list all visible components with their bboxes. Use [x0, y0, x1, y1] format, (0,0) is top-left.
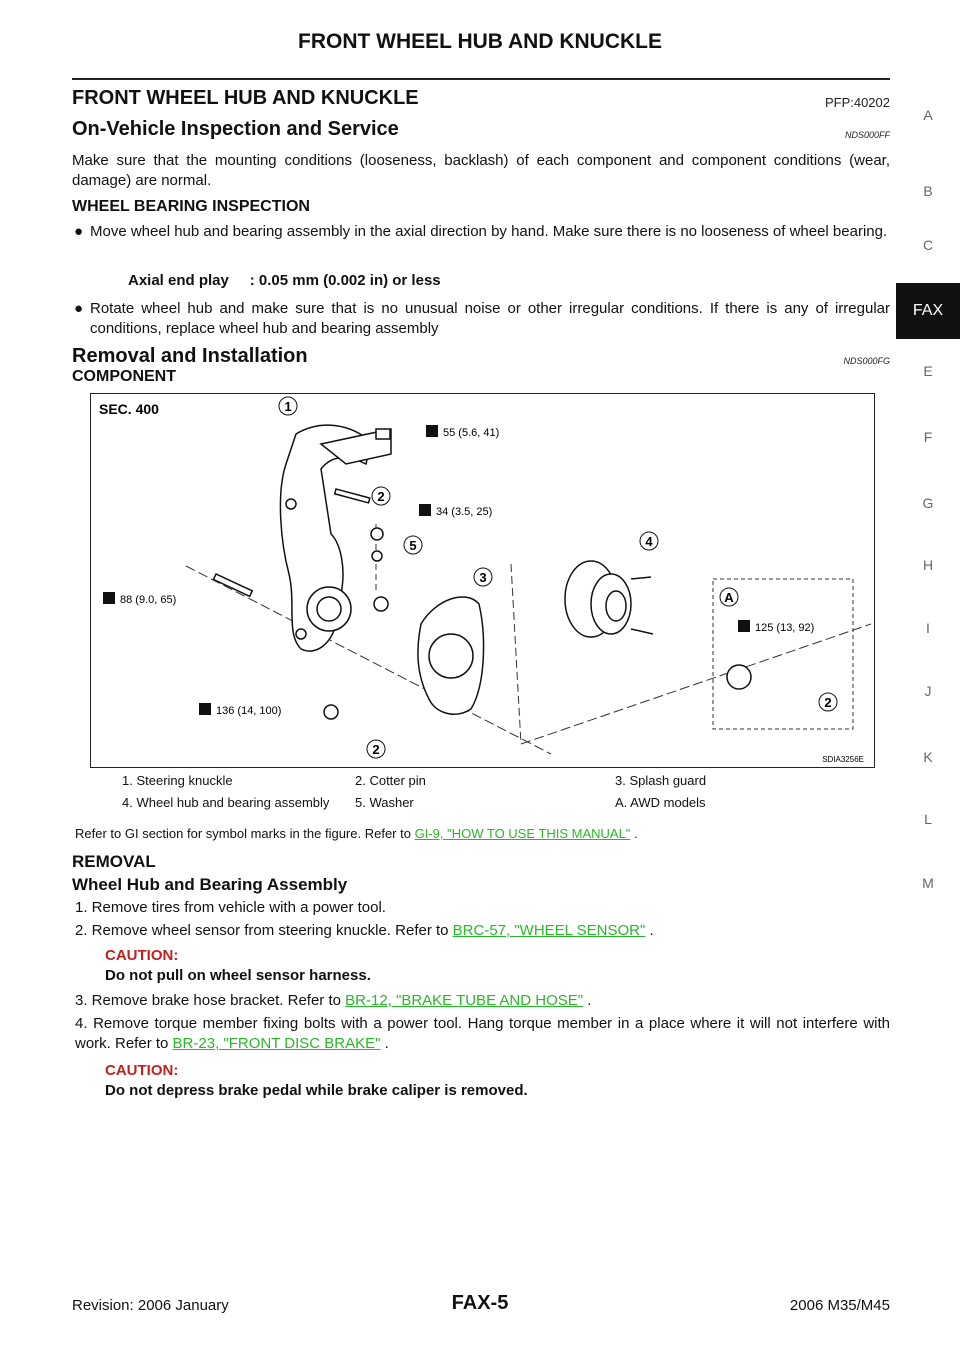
step-4: 4. Remove torque member fixing bolts wit… — [75, 1014, 890, 1054]
callout-a: A — [724, 590, 734, 605]
refer-tail: . — [634, 826, 638, 841]
callout-2b: 2 — [824, 695, 831, 710]
tab-a[interactable]: A — [923, 107, 933, 123]
sec-label: SEC. 400 — [99, 401, 159, 417]
bullet-text: Move wheel hub and bearing assembly in t… — [90, 223, 888, 240]
upper-bolt — [375, 428, 391, 440]
caution-2: CAUTION: Do not depress brake pedal whil… — [105, 1061, 528, 1101]
callout-2c: 2 — [372, 742, 379, 757]
torque-label: 136 (14, 100) — [216, 705, 281, 717]
callout-1: 1 — [284, 399, 291, 414]
bullet-icon: ● — [74, 223, 84, 240]
bullet-icon: ● — [74, 300, 84, 317]
model-label: 2006 M35/M45 — [789, 1297, 890, 1314]
running-title: FRONT WHEEL HUB AND KNUCKLE — [298, 30, 662, 53]
caution-label: CAUTION: — [105, 947, 179, 964]
bullet-item: ● Rotate wheel hub and make sure that is… — [74, 299, 890, 339]
br-12-link[interactable]: BR-12, "BRAKE TUBE AND HOSE" — [345, 992, 584, 1009]
tab-h[interactable]: H — [922, 557, 934, 573]
tab-b[interactable]: B — [923, 183, 933, 199]
legend-cell: 2. Cotter pin — [355, 773, 426, 788]
tab-f[interactable]: F — [923, 429, 933, 445]
torque-label: 125 (13, 92) — [755, 622, 814, 634]
section-title: FRONT WHEEL HUB AND KNUCKLE — [72, 87, 419, 109]
step-4-text: 4. Remove torque member fixing bolts wit… — [75, 1015, 890, 1052]
step-3-text: 3. Remove brake hose bracket. Refer to — [75, 992, 341, 1009]
wheel-hub-drawing — [564, 560, 654, 638]
splash-guard-drawing — [417, 596, 485, 715]
step-1: 1. Remove tires from vehicle with a powe… — [75, 899, 386, 916]
callout-2: 2 — [377, 489, 384, 504]
pfp-code: PFP:40202 — [824, 95, 890, 110]
step-2-text: 2. Remove wheel sensor from steering knu… — [75, 922, 449, 939]
refer-note: Refer to GI section for symbol marks in … — [75, 826, 638, 841]
period: . — [649, 922, 654, 939]
legend-cell: 3. Splash guard — [615, 773, 707, 788]
tab-k[interactable]: K — [923, 749, 933, 765]
exploded-view-figure: SEC. 400 — [99, 396, 872, 764]
legend-cell: 1. Steering knuckle — [122, 773, 233, 788]
component-heading: COMPONENT — [72, 368, 176, 385]
component-diagram: SEC. 400 — [90, 393, 875, 768]
legend-cell: 5. Washer — [355, 795, 414, 810]
refer-text: Refer to GI section for symbol marks in … — [75, 826, 411, 841]
inspection-intro: Make sure that the mounting conditions (… — [72, 152, 890, 189]
bullet-item: ● Move wheel hub and bearing assembly in… — [74, 222, 890, 242]
tab-m[interactable]: M — [922, 875, 934, 891]
page-number: FAX-5 — [451, 1292, 509, 1314]
wheel-hub-subheading: Wheel Hub and Bearing Assembly — [72, 875, 348, 894]
callout-5: 5 — [409, 538, 416, 553]
callout-3: 3 — [479, 570, 486, 585]
torque-label: 88 (9.0, 65) — [120, 594, 176, 606]
callout-4: 4 — [645, 534, 653, 549]
tab-c[interactable]: C — [922, 237, 934, 253]
caution-1: CAUTION: Do not pull on wheel sensor har… — [105, 946, 371, 986]
torque-label: 55 (5.6, 41) — [443, 427, 499, 439]
tab-i[interactable]: I — [926, 620, 930, 636]
brc-57-link[interactable]: BRC-57, "WHEEL SENSOR" — [452, 922, 646, 939]
steering-knuckle-drawing — [279, 424, 392, 652]
legend-cell: A. AWD models — [615, 795, 706, 810]
tab-g[interactable]: G — [922, 495, 934, 511]
header-rule — [72, 78, 890, 80]
inspection-heading: On-Vehicle Inspection and Service — [72, 118, 399, 140]
torque-label: 34 (3.5, 25) — [436, 506, 492, 518]
wheel-bearing-heading: WHEEL BEARING INSPECTION — [72, 198, 310, 215]
caution-text: Do not pull on wheel sensor harness. — [105, 967, 371, 984]
removal-heading: Removal and Installation — [72, 345, 308, 367]
figure-id: SDIA3256E — [822, 755, 864, 764]
removal-code: NDS000FG — [843, 356, 890, 366]
tab-l[interactable]: L — [924, 811, 932, 827]
caution-text: Do not depress brake pedal while brake c… — [105, 1082, 528, 1099]
gi-9-link[interactable]: GI-9, "HOW TO USE THIS MANUAL" — [414, 826, 631, 841]
br-23-link[interactable]: BR-23, "FRONT DISC BRAKE" — [172, 1035, 381, 1052]
bullet-text: Rotate wheel hub and make sure that is n… — [90, 300, 890, 337]
legend-table: 1. Steering knuckle 2. Cotter pin 3. Spl… — [90, 766, 875, 814]
period: . — [384, 1035, 389, 1052]
axial-end-play-spec: Axial end play : 0.05 mm (0.002 in) or l… — [128, 272, 441, 289]
revision-date: Revision: 2006 January — [72, 1297, 229, 1314]
removal-steps-heading: REMOVAL — [72, 852, 156, 871]
legend-cell: 4. Wheel hub and bearing assembly — [122, 795, 330, 810]
step-2: 2. Remove wheel sensor from steering knu… — [75, 921, 890, 941]
inspection-code: NDS000FF — [844, 130, 890, 140]
step-3: 3. Remove brake hose bracket. Refer to B… — [75, 991, 890, 1011]
tab-e[interactable]: E — [923, 363, 933, 379]
period: . — [587, 992, 592, 1009]
tab-j[interactable]: J — [924, 683, 932, 699]
tab-fax[interactable]: FAX — [896, 283, 960, 339]
caution-label: CAUTION: — [105, 1062, 179, 1079]
